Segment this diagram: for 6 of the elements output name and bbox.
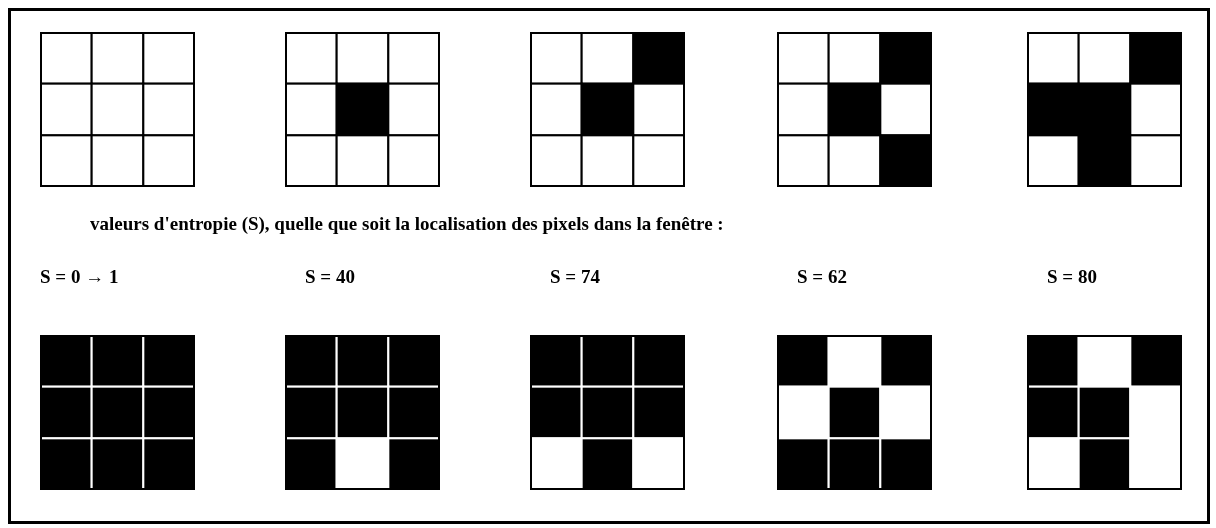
entropy-value: S = 0 → 1 — [40, 266, 119, 288]
entropy-value: S = 80 — [1047, 266, 1097, 288]
entropy-value: S = 40 — [305, 266, 355, 288]
caption-text: valeurs d'entropie (S), quelle que soit la localisation des pixels dans la fenêtre : — [90, 213, 724, 235]
entropy-value: S = 74 — [550, 266, 600, 288]
entropy-value: S = 62 — [797, 266, 847, 288]
